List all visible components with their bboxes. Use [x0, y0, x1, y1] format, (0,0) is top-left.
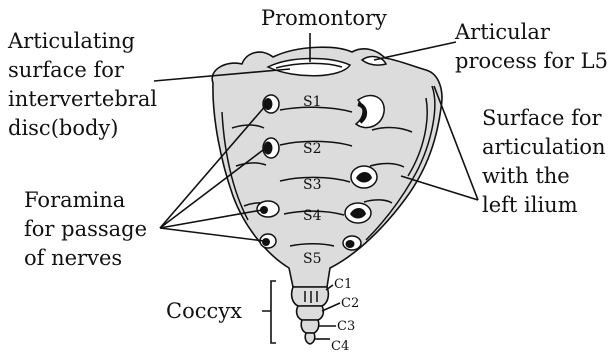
right-foramen-4 [343, 236, 361, 250]
segment-c3-label: C3 [337, 319, 355, 334]
coccyx-label: Coccyx [166, 299, 242, 323]
segment-c4-label: C4 [331, 339, 349, 352]
foramina-label: Foramina for passage of nerves [24, 188, 154, 270]
segment-s3-label: S3 [303, 177, 322, 193]
segment-c2-label: C2 [341, 296, 359, 311]
coccyx-segment-4 [305, 333, 315, 344]
segment-s1-label: S1 [303, 94, 322, 110]
right-foramen-3 [345, 203, 371, 223]
left-foramen-1 [263, 95, 279, 113]
articulating-surface-label: Articulating surface for intervertebral … [7, 29, 164, 140]
coccyx-segment-2 [297, 306, 324, 320]
right-foramen-2 [351, 166, 377, 188]
leader-surface-ilium-a [434, 86, 478, 200]
surface-articulation-label: Surface for articulation with the left i… [482, 106, 611, 217]
sacrum-outline [212, 47, 442, 287]
leader-foramina-4 [160, 228, 264, 241]
segment-s5-label: S5 [303, 251, 322, 267]
coccyx-segment-1 [292, 287, 329, 306]
promontory-label: Promontory [261, 6, 387, 30]
segment-s4-label: S4 [303, 208, 322, 224]
segment-c1-label: C1 [334, 277, 352, 292]
coccyx-segment-3 [301, 320, 319, 333]
articular-process-label: Articular process for L5 [454, 20, 608, 73]
leader-articular-process [374, 42, 456, 60]
left-foramen-3 [257, 201, 279, 217]
segment-s2-label: S2 [303, 141, 322, 157]
coccyx-bracket [262, 281, 276, 343]
